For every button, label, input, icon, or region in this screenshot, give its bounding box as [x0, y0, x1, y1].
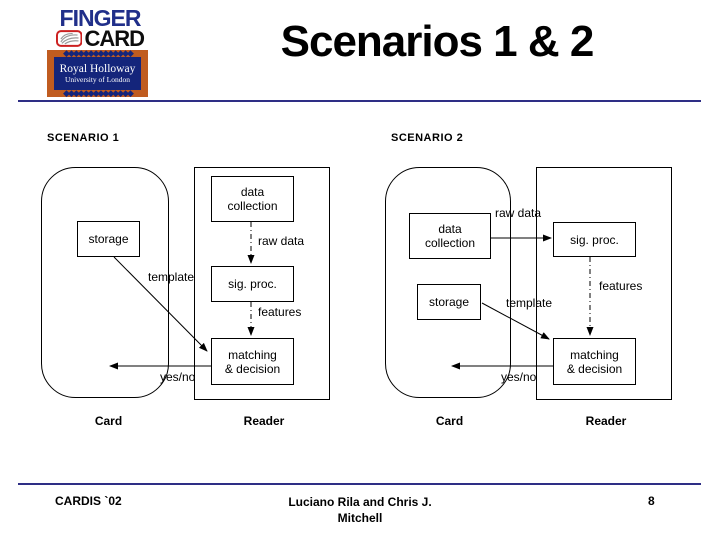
- s2-data-collection-box: data collection: [409, 213, 491, 259]
- s2-raw-data-label: raw data: [495, 206, 542, 220]
- s1-matching-line1: matching: [228, 347, 277, 362]
- s1-storage-label: storage: [88, 232, 129, 246]
- s2-storage-box: storage: [417, 284, 481, 320]
- s1-storage-box: storage: [77, 221, 140, 257]
- rh-logo-name: Royal Holloway: [59, 63, 136, 75]
- s2-data-collection-line1: data: [438, 222, 462, 236]
- s1-data-collection-line2: collection: [227, 199, 278, 213]
- rh-logo-diamond-border-top: ◆◆◆◆◆◆◆◆◆◆◆◆◆◆: [63, 50, 134, 57]
- scenario2-heading: SCENARIO 2: [391, 132, 464, 144]
- s2-storage-label: storage: [428, 295, 470, 309]
- s1-sig-proc-label: sig. proc.: [228, 277, 277, 291]
- s1-data-collection-line1: data: [240, 185, 265, 199]
- s2-matching-line1: matching: [570, 347, 619, 362]
- s2-matching-line2: & decision: [566, 361, 623, 376]
- header-rule: [18, 100, 701, 102]
- s2-yes-no-label: yes/no: [501, 370, 537, 384]
- fingercard-logo: FINGER CARD: [56, 5, 145, 51]
- s1-matching-line2: & decision: [224, 361, 281, 376]
- rh-logo-inner: Royal Holloway University of London: [54, 57, 141, 90]
- fingercard-logo-card-text: CARD: [84, 26, 145, 51]
- s2-card-outline: [385, 167, 511, 398]
- fingercard-logo-row: CARD: [56, 26, 145, 51]
- footer-rule: [18, 483, 701, 485]
- footer-authors-line2: Mitchell: [337, 511, 383, 525]
- s1-sig-proc-box: sig. proc.: [211, 266, 294, 302]
- fingerprint-card-icon: [56, 30, 83, 47]
- s2-template-label: template: [506, 296, 553, 310]
- s2-sig-proc-box: sig. proc.: [553, 222, 636, 257]
- royal-holloway-logo: ◆◆◆◆◆◆◆◆◆◆◆◆◆◆ Royal Holloway University…: [47, 50, 148, 97]
- s1-matching-box: matching & decision: [211, 338, 294, 385]
- s2-features-label: features: [599, 279, 643, 293]
- s1-raw-data-label: raw data: [258, 234, 305, 248]
- s1-data-collection-box: data collection: [211, 176, 294, 222]
- s2-card-label: Card: [435, 414, 464, 428]
- footer-authors-line1: Luciano Rila and Chris J.: [288, 495, 432, 509]
- s1-features-label: features: [258, 305, 302, 319]
- page-number: 8: [648, 494, 655, 508]
- footer-conference: CARDIS `02: [55, 494, 122, 508]
- rh-logo-subtitle: University of London: [65, 75, 130, 84]
- s2-data-collection-line2: collection: [424, 236, 476, 250]
- s1-card-label: Card: [94, 414, 123, 428]
- s2-matching-box: matching & decision: [553, 338, 636, 385]
- footer-authors: Luciano Rila and Chris J. Mitchell: [160, 494, 560, 526]
- fingercard-logo-finger-text: FINGER: [59, 5, 142, 31]
- scenario1-heading: SCENARIO 1: [47, 132, 120, 144]
- s2-sig-proc-label: sig. proc.: [570, 232, 619, 247]
- rh-logo-diamond-border-bottom: ◆◆◆◆◆◆◆◆◆◆◆◆◆◆: [63, 90, 134, 97]
- slide-title: Scenarios 1 & 2: [280, 17, 595, 66]
- s1-reader-label: Reader: [243, 414, 285, 428]
- s2-reader-label: Reader: [585, 414, 627, 428]
- s1-yes-no-label: yes/no: [160, 370, 196, 384]
- s1-template-label: template: [148, 270, 195, 284]
